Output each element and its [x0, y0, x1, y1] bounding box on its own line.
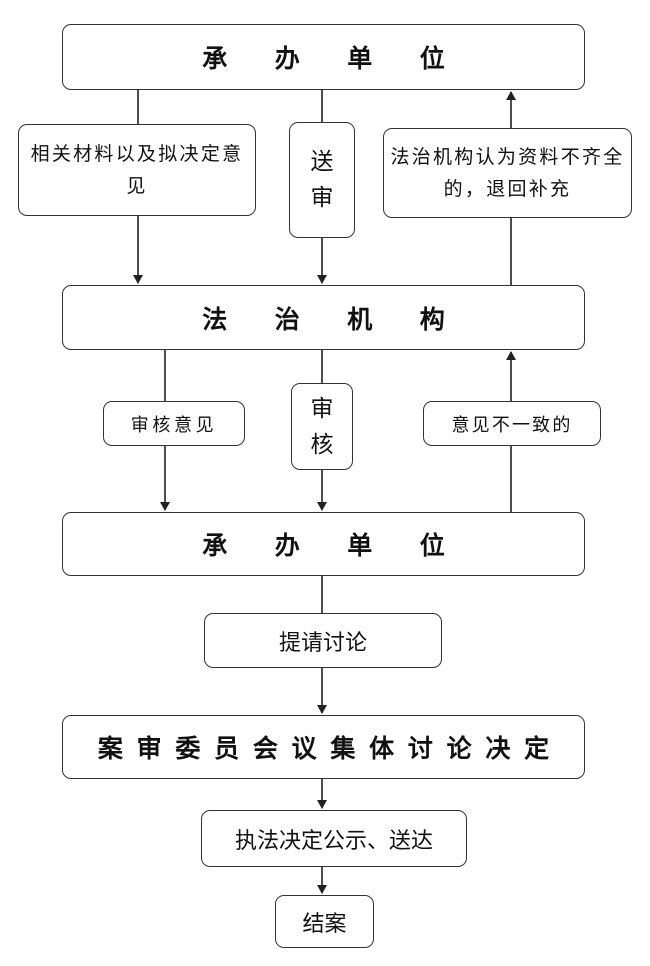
label-submit: 送审: [289, 122, 355, 238]
label-review: 审核: [291, 383, 353, 470]
label-review-text: 审核: [310, 395, 334, 458]
label-review-opinion: 审核意见: [103, 401, 245, 446]
label-incomplete: 法治机构认为资料不齐全的，退回补充: [383, 128, 632, 218]
node-undertaking-unit-top-label: 承办单位: [202, 44, 493, 73]
node-undertaking-unit-top: 承办单位: [62, 24, 585, 90]
label-disagree-text: 意见不一致的: [451, 414, 573, 436]
node-publish-serve: 执法决定公示、送达: [201, 810, 467, 867]
node-legal-office: 法治机构: [62, 285, 585, 350]
label-submit-text: 送审: [310, 149, 334, 211]
node-undertaking-unit-mid-label: 承办单位: [202, 531, 493, 560]
node-committee-decision: 案审委员会议集体讨论决定: [62, 715, 585, 779]
node-request-discussion-label: 提请讨论: [278, 630, 367, 656]
label-materials: 相关材料以及拟决定意见: [18, 124, 256, 216]
node-undertaking-unit-mid: 承办单位: [62, 512, 585, 576]
node-publish-serve-label: 执法决定公示、送达: [234, 828, 433, 854]
label-materials-text: 相关材料以及拟决定意见: [30, 143, 244, 197]
node-request-discussion: 提请讨论: [204, 613, 442, 668]
node-close-case: 结案: [275, 895, 374, 948]
node-close-case-label: 结案: [302, 911, 347, 937]
label-incomplete-text: 法治机构认为资料不齐全的，退回补充: [390, 146, 625, 200]
label-review-opinion-text: 审核意见: [130, 414, 218, 436]
node-committee-decision-label: 案审委员会议集体讨论决定: [97, 734, 563, 763]
label-disagree: 意见不一致的: [423, 401, 601, 446]
node-legal-office-label: 法治机构: [202, 304, 493, 334]
